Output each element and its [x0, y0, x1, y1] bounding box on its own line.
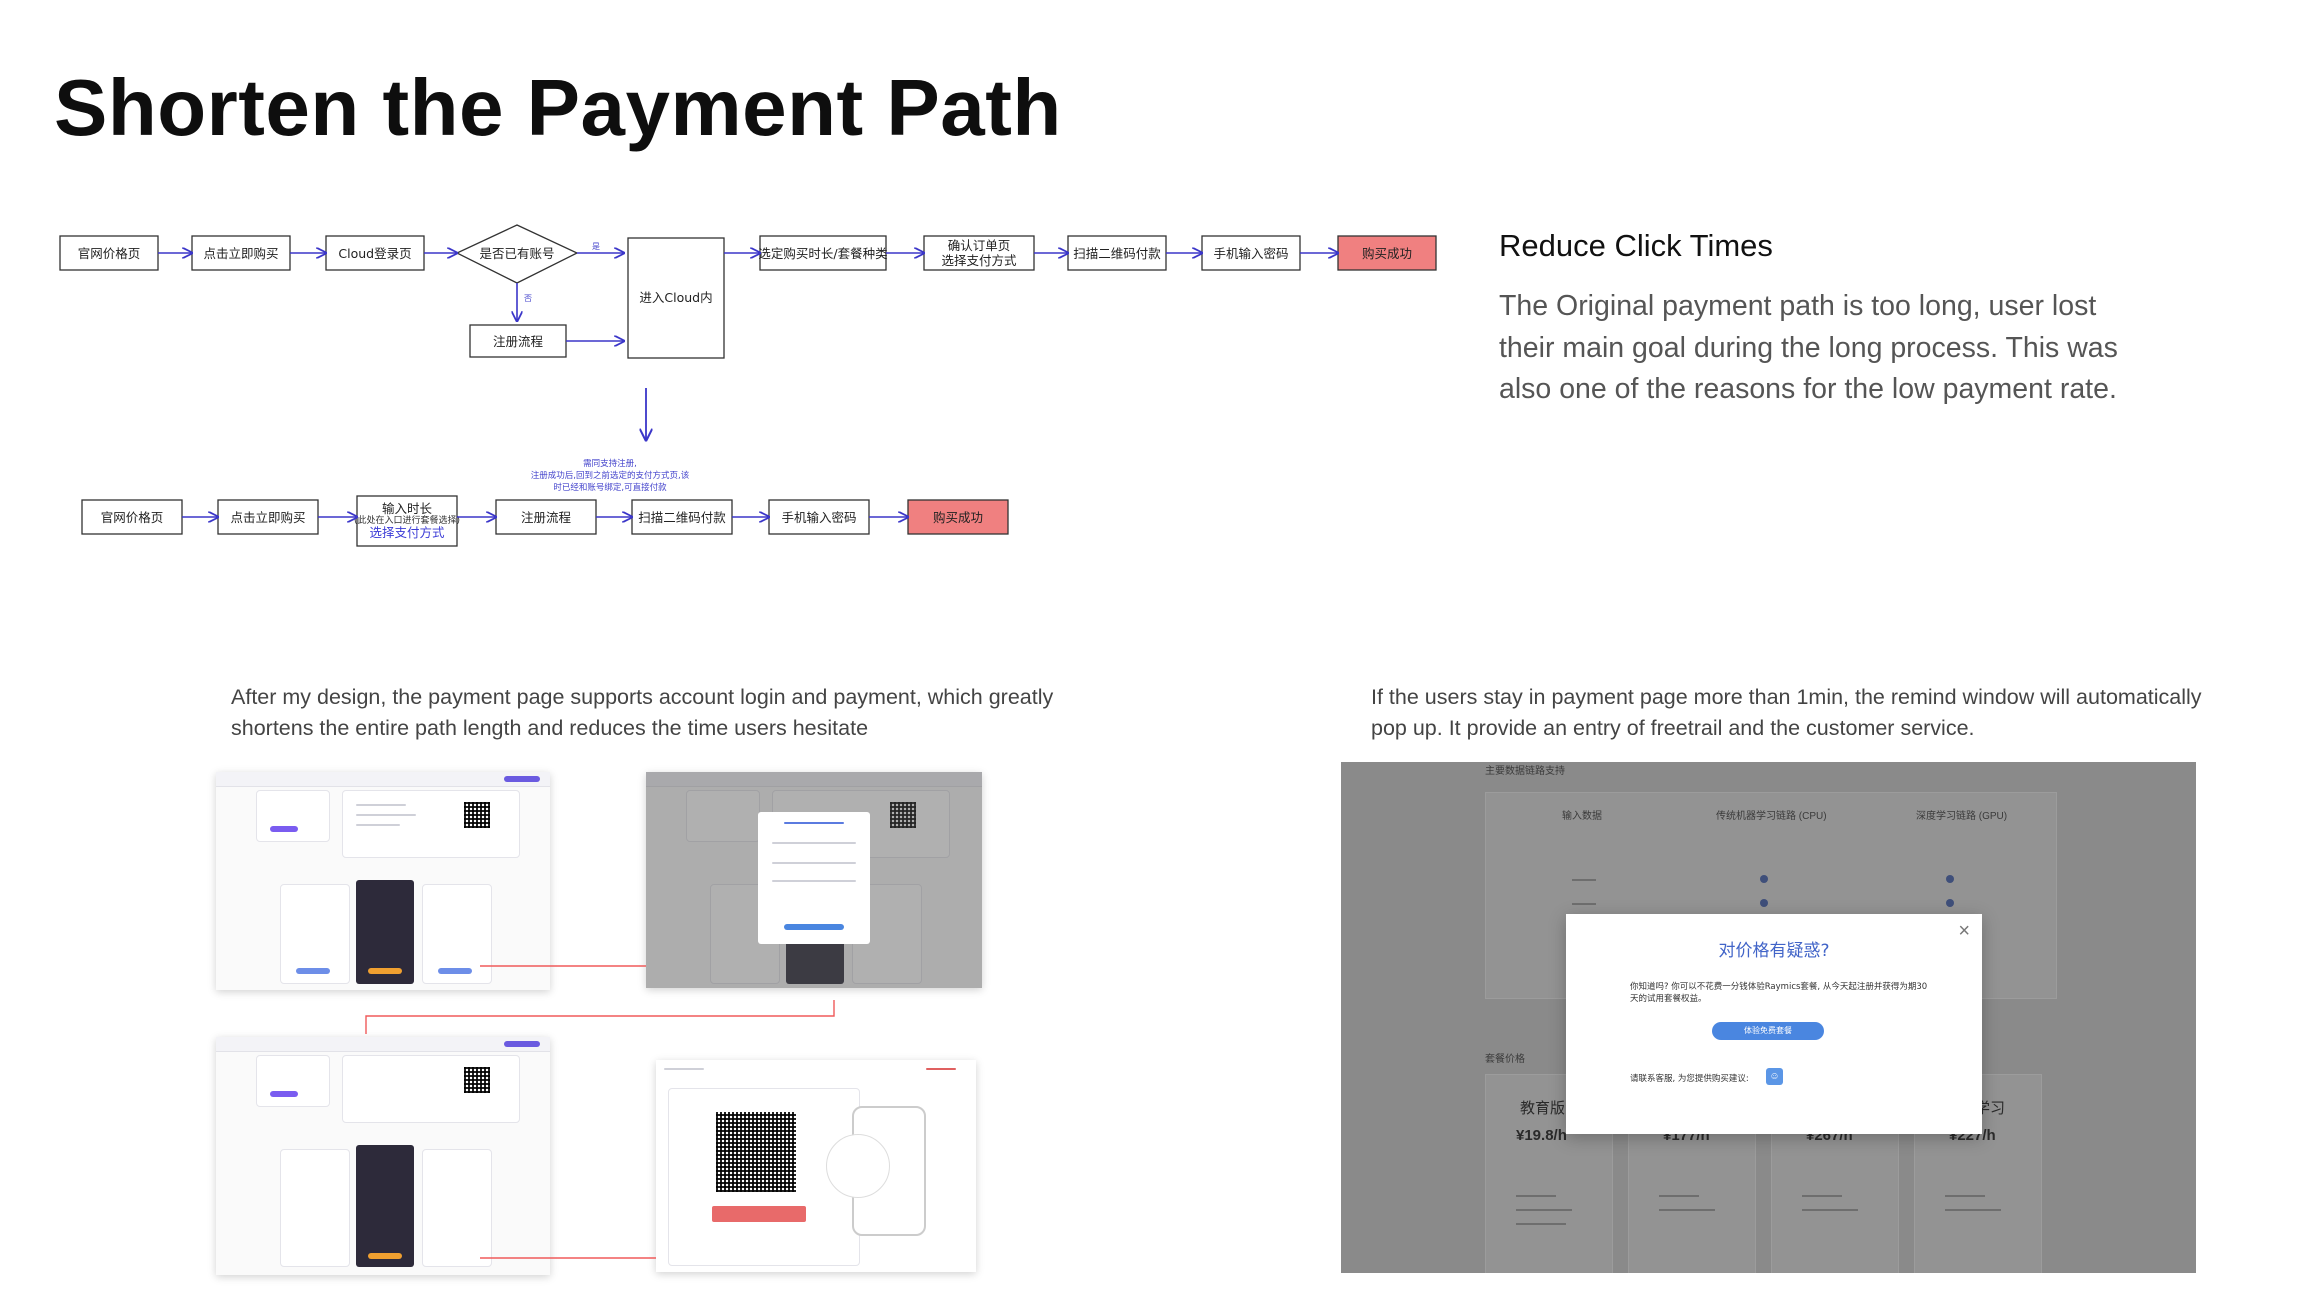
flow-node-label: 扫描二维码付款 [638, 510, 726, 525]
flow-node-label: 点击立即购买 [203, 246, 278, 261]
new-flow-node-buy-now [217, 499, 319, 535]
flow-node-label: 点击立即购买 [230, 510, 305, 525]
flow-node-select-plan [759, 235, 887, 271]
side-body-text: The Original payment path is too long, u… [1499, 290, 2118, 405]
screenshot-remind-window: 主要数据链路支持 输入数据 传统机器学习链路 (CPU) 深度学习链路 (GPU… [1341, 762, 2196, 1273]
price-heading: 套餐价格 [1485, 1054, 1525, 1065]
new-flow-node-input-duration [356, 495, 458, 547]
price-value: ¥19.8/h [1516, 1127, 1567, 1144]
flow-node-enter-cloud [627, 237, 725, 359]
screenshot-qr-payment [656, 1060, 976, 1272]
caption-left: After my design, the payment page suppor… [231, 685, 1054, 740]
contact-label: 请联系客服, 为您提供购买建议: [1630, 1074, 1749, 1084]
side-heading: Reduce Click Times [1499, 228, 1773, 263]
flow-node-label: 购买成功 [933, 510, 983, 525]
no-label: 否 [524, 294, 532, 303]
new-flow-node-success [907, 499, 1009, 535]
flow-node-label: 是否已有账号 [479, 246, 554, 261]
flow-note-line: 时已经和账号绑定,可直接付款 [553, 482, 667, 493]
caption-right: If the users stay in payment page more t… [1371, 685, 2202, 740]
flow-note-line: 注册成功后,回到之前选定的支付方式页,该 [531, 470, 690, 481]
flow-node-label: 手机输入密码 [1213, 246, 1288, 261]
customer-service-icon[interactable]: ☺ [1766, 1068, 1783, 1085]
flow-node-label: 注册流程 [521, 510, 572, 525]
flow-node-label: 输入时长 [382, 501, 433, 516]
table-col-header: 传统机器学习链路 (CPU) [1716, 811, 1827, 822]
flow-node-sublabel: (此处在入口进行套餐选择) [354, 514, 460, 526]
new-flow-node-price-page [81, 499, 183, 535]
original-flow-row: 官网价格页 点击立即购买 Cloud登录页 是否已有账号 进入Cloud内 选定… [59, 224, 1437, 359]
section-title: 主要数据链路支持 [1485, 766, 1565, 777]
flow-node-label: 选定购买时长/套餐种类 [758, 246, 888, 261]
flow-node-label: 选择支付方式 [941, 253, 1017, 268]
yes-label: 是 [592, 242, 600, 251]
page-title: Shorten the Payment Path [54, 63, 1062, 152]
flow-node-enter-password [1201, 235, 1301, 271]
flow-node-label: 选择支付方式 [369, 525, 445, 540]
dialog-title: 对价格有疑惑? [1718, 941, 1830, 961]
collage-connectors [365, 965, 835, 1259]
flow-node-label: 确认订单页 [948, 238, 1011, 253]
flow-node-success [1337, 235, 1437, 271]
new-flow-row: 官网价格页 点击立即购买 输入时长 (此处在入口进行套餐选择) 选择支付方式 注… [81, 495, 1009, 547]
table-col-header: 输入数据 [1562, 811, 1602, 822]
price-doubt-dialog: × 对价格有疑惑? 你知道吗? 你可以不花费一分钱体验Raymics套餐, 从今… [1566, 914, 1982, 1134]
flow-node-scan-qr [1067, 235, 1167, 271]
screenshot-payment-page-1 [216, 772, 550, 990]
flow-node-confirm-order [923, 235, 1035, 271]
flow-node-label: 进入Cloud内 [639, 290, 712, 305]
flow-node-label: 官网价格页 [78, 246, 141, 261]
screenshot-payment-page-2 [216, 1037, 550, 1275]
flow-note-line: 需同支持注册, [583, 458, 637, 469]
table-col-header: 深度学习链路 (GPU) [1916, 811, 2008, 822]
price-card-title: 教育版 [1520, 1100, 1566, 1117]
flow-node-label: 扫描二维码付款 [1073, 246, 1161, 261]
close-icon[interactable]: × [1958, 920, 1970, 942]
new-flow-node-enter-password [768, 499, 870, 535]
free-trial-button[interactable]: 体验免费套餐 [1712, 1022, 1824, 1040]
screenshot-login-modal [646, 772, 982, 988]
new-flow-node-register [495, 499, 597, 535]
dialog-body: 你知道吗? 你可以不花费一分钱体验Raymics套餐, 从今天起注册并获得为期3… [1630, 982, 1928, 1004]
flow-node-register [469, 324, 567, 358]
flow-node-label: 购买成功 [1362, 246, 1412, 261]
flow-node-label: 官网价格页 [101, 510, 164, 525]
flow-node-label: 手机输入密码 [781, 510, 856, 525]
payment-flow-diagram: 官网价格页 点击立即购买 Cloud登录页 是否已有账号 进入Cloud内 选定… [59, 224, 1437, 547]
flow-node-price-page [59, 235, 159, 271]
flow-node-label: 注册流程 [493, 334, 544, 349]
flow-node-label: Cloud登录页 [338, 246, 411, 261]
